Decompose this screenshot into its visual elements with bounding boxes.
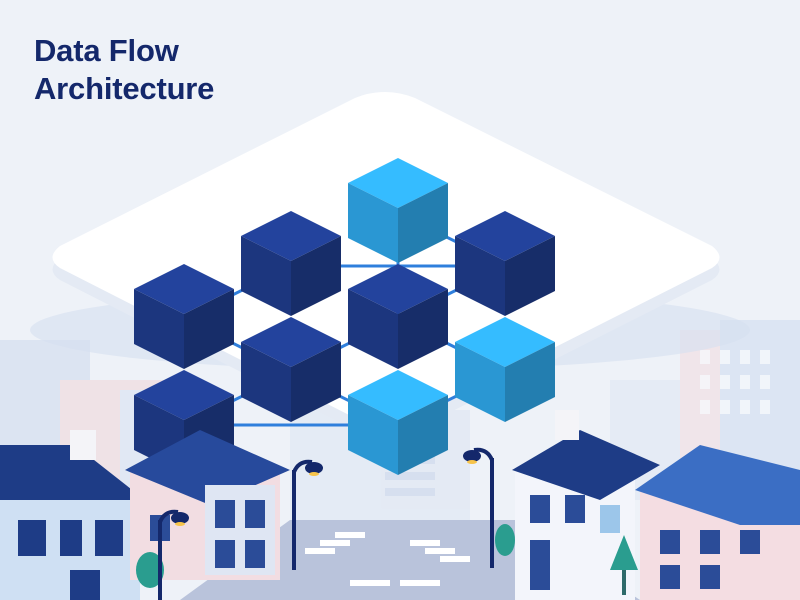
- house-icon: [125, 430, 290, 580]
- node-n5: [455, 317, 555, 422]
- node-n4: [348, 264, 448, 369]
- house-icon: [512, 410, 660, 600]
- node-n3: [241, 211, 341, 316]
- street-lamp-icon: [463, 447, 494, 568]
- crosswalk-icon: [305, 532, 470, 586]
- page-title: Data Flow Architecture: [34, 32, 214, 108]
- node-n1: [348, 158, 448, 263]
- node-n2: [455, 211, 555, 316]
- house-icon: [635, 445, 800, 600]
- street-lamp-icon: [292, 459, 323, 570]
- node-n8: [348, 370, 448, 475]
- tree-icon: [495, 524, 515, 556]
- tree-icon: [610, 535, 638, 595]
- tree-icon: [136, 552, 164, 588]
- node-n7: [241, 317, 341, 422]
- house-icon: [0, 430, 145, 600]
- node-n6: [134, 264, 234, 369]
- node-layer: [134, 158, 555, 475]
- title-line-2: Architecture: [34, 71, 215, 106]
- title-line-1: Data Flow: [34, 33, 179, 68]
- street-lamp-icon: [158, 509, 189, 600]
- foreground-city: [0, 410, 800, 600]
